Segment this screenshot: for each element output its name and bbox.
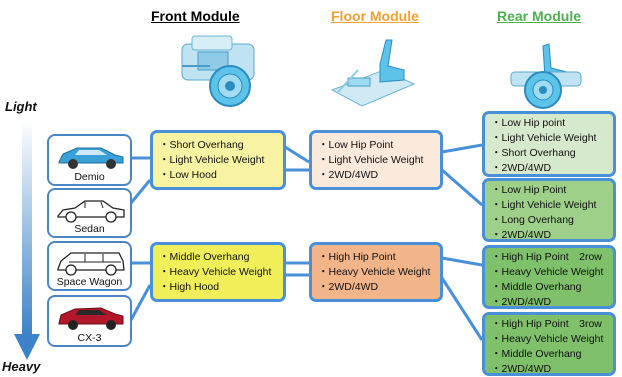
spec-item: ・Low Hip point [491,117,566,129]
spec-item: ・Light Vehicle Weight [318,154,424,166]
spec-item: ・Middle Overhang [491,281,582,293]
spec-item: ・Middle Overhang [159,251,250,263]
spec-item: ・2WD/4WD [318,281,379,293]
connector-line [441,143,483,154]
spec-item: ・Heavy Vehicle Weight [318,266,431,278]
vehicle-space-wagon: Space Wagon [47,241,132,291]
spec-item: ・2WD/4WD [491,296,552,308]
front-box-light: ・Short Overhang ・Light Vehicle Weight ・L… [150,130,286,190]
spec-item: ・Heavy Vehicle Weight [491,266,604,278]
spec-item: ・Light Vehicle Weight [491,199,597,211]
connector-line [284,145,310,164]
front-box-heavy: ・Middle Overhang ・Heavy Vehicle Weight ・… [150,242,286,302]
spec-item: ・Middle Overhang [491,348,582,360]
floor-box-light: ・Low Hip Point ・Light Vehicle Weight ・2W… [309,130,443,190]
spec-item: ・Short Overhang [159,139,244,151]
spec-item: ・High Hood [159,281,220,293]
weight-light-label: Light [5,99,37,114]
vehicle-label: Sedan [74,223,105,235]
connector-line [440,277,484,341]
connector-line [129,179,152,204]
rear-module-header: Rear Module [497,8,582,24]
vehicle-label: CX-3 [77,332,102,344]
connector-line [441,168,483,207]
vehicle-sedan: Sedan [47,188,132,238]
spec-item: ・Long Overhang [491,214,574,226]
spec-item: ・2WD/4WD [491,229,552,241]
suv-car-icon [58,307,124,330]
floor-module-header: Floor Module [331,8,419,24]
weight-arrow [14,120,40,360]
vehicle-cx3: CX-3 [47,295,132,347]
spec-item: ・2WD/4WD [491,363,552,375]
rear-box-1: ・Low Hip point ・Light Vehicle Weight ・Sh… [482,111,616,177]
rear-box-4: ・High Hip Point 3row ・Heavy Vehicle Weig… [482,312,616,376]
spec-item: ・Low Hood [159,169,217,181]
rear-box-2: ・Low Hip Point ・Light Vehicle Weight ・Lo… [482,178,616,242]
rear-module-image [505,38,585,110]
spec-item: ・2WD/4WD [318,169,379,181]
spec-item: ・Low Hip Point [318,139,394,151]
hatchback-car-icon [58,147,124,169]
sedan-outline-icon [57,200,125,223]
connector-line [441,256,483,267]
floor-module-image [328,30,416,110]
vehicle-demio: Demio [47,134,132,186]
spec-item: ・Short Overhang [491,147,576,159]
spec-item: ・Low Hip Point [491,184,567,196]
wagon-outline-icon [57,252,125,276]
vehicle-label: Demio [74,171,105,183]
spec-item: ・Heavy Vehicle Weight [159,266,272,278]
floor-box-heavy: ・High Hip Point ・Heavy Vehicle Weight ・2… [309,242,443,302]
vehicle-label: Space Wagon [56,276,123,288]
spec-item: ・High Hip Point [318,251,396,263]
spec-item: ・High Hip Point 3row [491,318,602,330]
spec-item: ・Heavy Vehicle Weight [491,333,604,345]
spec-item: ・Light Vehicle Weight [491,132,597,144]
spec-item: ・2WD/4WD [491,162,552,174]
spec-item: ・High Hip Point 2row [491,251,602,263]
rear-box-3: ・High Hip Point 2row ・Heavy Vehicle Weig… [482,245,616,309]
weight-heavy-label: Heavy [2,359,41,374]
front-module-image [172,30,264,110]
front-module-header: Front Module [151,8,240,24]
spec-item: ・Light Vehicle Weight [159,154,265,166]
connector-line [129,284,152,321]
